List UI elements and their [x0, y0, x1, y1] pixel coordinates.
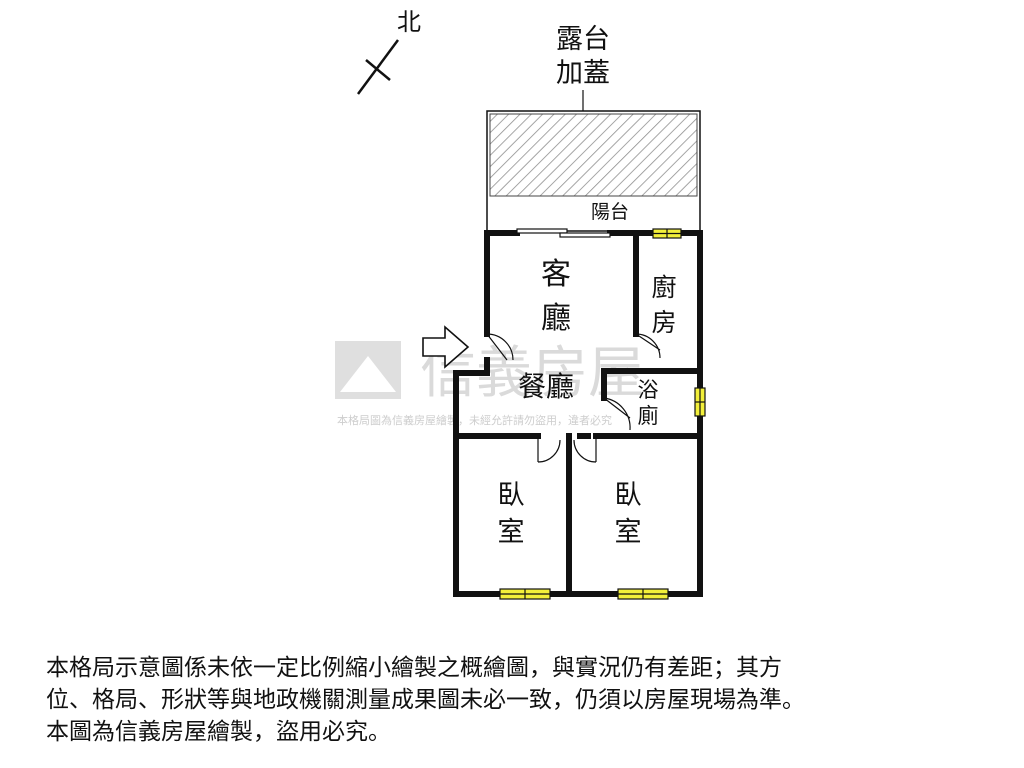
disclaimer-line-2: 位、格局、形狀等與地政機關測量成果圖未必一致，仍須以房屋現場為準。: [46, 687, 805, 713]
kitchen-label-line1: 廚: [651, 273, 676, 302]
terrace-label-line2: 加蓋: [556, 58, 610, 89]
bedroom-right-label-line2: 室: [615, 517, 642, 548]
bedroom-right-window: [617, 588, 669, 600]
terrace-label-line1: 露台: [556, 24, 610, 55]
balcony-label: 陽台: [591, 201, 629, 223]
bedroom-right-label-line1: 臥: [615, 480, 642, 511]
kitchen-window: [652, 228, 682, 239]
north-label: 北: [397, 8, 421, 36]
watermark-notice: 本格局圖為信義房屋繪製，未經允許請勿盜用，違者必究: [337, 413, 612, 427]
bath-window: [694, 387, 706, 417]
disclaimer-line-1: 本格局示意圖係未依一定比例縮小繪製之概繪圖，與實況仍有差距；其方: [46, 655, 782, 681]
living-label-line2: 廳: [541, 301, 571, 336]
door-swings: [486, 333, 661, 463]
windows: [499, 228, 706, 600]
north-arrow-icon: [356, 39, 400, 95]
sliding-door: [516, 228, 611, 238]
disclaimer: 本格局示意圖係未依一定比例縮小繪製之概繪圖，與實況仍有差距；其方 位、格局、形狀…: [46, 652, 986, 748]
entrance-arrow-icon: [422, 325, 470, 369]
terrace-hatch-area: [489, 113, 698, 197]
watermark: 信義房屋 本格局圖為信義房屋繪製，未經允許請勿盜用，違者必究: [335, 341, 644, 427]
bath-label-line1: 浴: [638, 378, 659, 402]
kitchen-label-line2: 房: [651, 308, 676, 337]
living-label-line1: 客: [541, 257, 571, 292]
disclaimer-line-3: 本圖為信義房屋繪製，盜用必究。: [46, 719, 391, 745]
bedroom-left-label-line1: 臥: [498, 480, 525, 511]
bedroom-left-window: [499, 588, 551, 600]
dining-label: 餐廳: [518, 370, 574, 403]
bedroom-left-label-line2: 室: [498, 517, 525, 548]
bath-label-line2: 廁: [638, 404, 659, 428]
